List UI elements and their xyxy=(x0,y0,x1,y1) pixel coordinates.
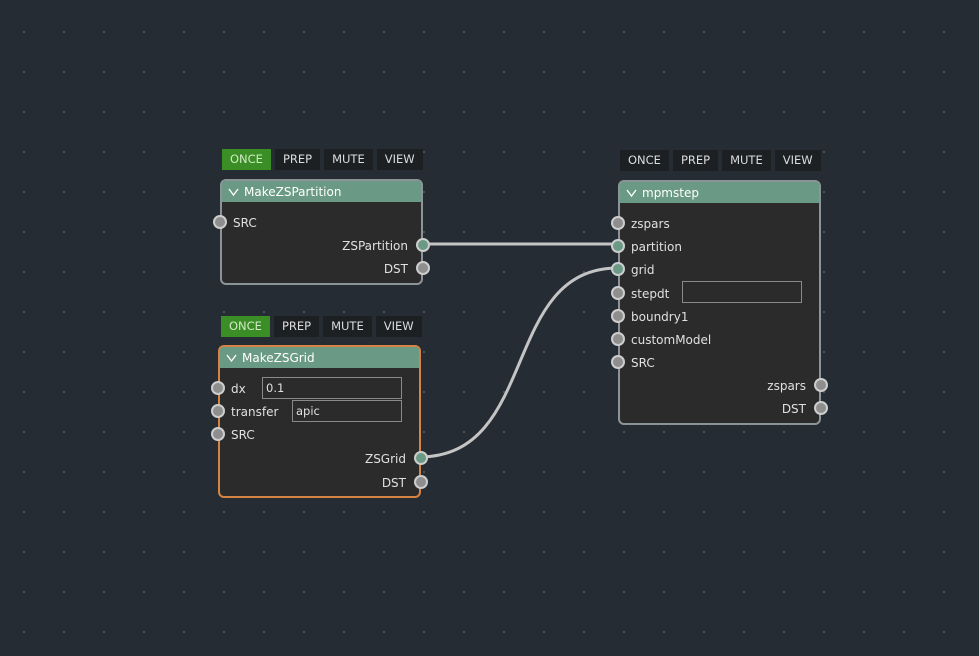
view-button[interactable]: VIEW xyxy=(376,149,423,170)
once-button[interactable]: ONCE xyxy=(221,316,270,337)
port-label-boundry1: boundry1 xyxy=(631,310,689,324)
input-port-grid[interactable] xyxy=(611,262,625,276)
stepdt-input[interactable] xyxy=(682,281,802,303)
port-label-zsgrid: ZSGrid xyxy=(364,452,406,466)
once-button[interactable]: ONCE xyxy=(620,150,669,171)
output-port-dst[interactable] xyxy=(416,261,430,275)
prep-button[interactable]: PREP xyxy=(273,316,320,337)
input-port-src[interactable] xyxy=(611,355,625,369)
view-button[interactable]: VIEW xyxy=(375,316,422,337)
input-port-src[interactable] xyxy=(213,215,227,229)
node-make-zs-grid[interactable]: MakeZSGrid dx transfer SRC ZSGrid DST xyxy=(211,345,428,498)
port-label-custom-model: customModel xyxy=(631,333,712,347)
make-zs-grid-toolbar: ONCE PREP MUTE VIEW xyxy=(221,316,422,337)
input-port-custom-model[interactable] xyxy=(611,332,625,346)
port-label-dst: DST xyxy=(381,476,406,490)
once-button[interactable]: ONCE xyxy=(222,149,271,170)
wire-zsgrid-to-grid[interactable] xyxy=(418,266,619,459)
node-title: mpmstep xyxy=(642,185,699,200)
node-title: MakeZSPartition xyxy=(244,184,342,199)
port-label-dst: DST xyxy=(781,402,806,416)
transfer-input[interactable] xyxy=(292,400,402,422)
input-port-zspars[interactable] xyxy=(611,216,625,230)
port-label-stepdt: stepdt xyxy=(631,287,670,301)
mpmstep-toolbar: ONCE PREP MUTE VIEW xyxy=(620,150,821,171)
input-port-dx[interactable] xyxy=(211,381,225,395)
prep-button[interactable]: PREP xyxy=(274,149,321,170)
mute-button[interactable]: MUTE xyxy=(323,316,372,337)
prep-button[interactable]: PREP xyxy=(672,150,719,171)
node-header[interactable]: MakeZSGrid xyxy=(220,347,419,368)
node-mpmstep[interactable]: mpmstep zspars partition grid stepdt bou… xyxy=(611,180,828,425)
output-port-zspartition[interactable] xyxy=(416,238,430,252)
port-label-src: SRC xyxy=(233,216,257,230)
chevron-down-icon[interactable] xyxy=(228,187,239,197)
port-label-dst: DST xyxy=(383,262,408,276)
chevron-down-icon[interactable] xyxy=(626,188,637,198)
port-label-partition: partition xyxy=(631,240,682,254)
mute-button[interactable]: MUTE xyxy=(722,150,771,171)
view-button[interactable]: VIEW xyxy=(774,150,821,171)
node-header[interactable]: MakeZSPartition xyxy=(222,181,421,202)
port-label-grid: grid xyxy=(631,263,655,277)
make-zs-partition-toolbar: ONCE PREP MUTE VIEW xyxy=(222,149,423,170)
input-port-src[interactable] xyxy=(211,427,225,441)
mute-button[interactable]: MUTE xyxy=(324,149,373,170)
port-label-zspars: zspars xyxy=(631,217,670,231)
port-label-zspars-out: zspars xyxy=(767,379,806,393)
input-port-boundry1[interactable] xyxy=(611,309,625,323)
node-header[interactable]: mpmstep xyxy=(620,182,819,203)
dx-input[interactable] xyxy=(262,377,402,399)
output-port-dst[interactable] xyxy=(414,475,428,489)
port-label-zspartition: ZSPartition xyxy=(342,239,408,253)
input-port-partition[interactable] xyxy=(611,239,625,253)
input-port-stepdt[interactable] xyxy=(611,286,625,300)
output-port-zspars[interactable] xyxy=(814,378,828,392)
output-port-dst[interactable] xyxy=(814,401,828,415)
node-make-zs-partition[interactable]: MakeZSPartition SRC ZSPartition DST xyxy=(213,179,430,285)
output-port-zsgrid[interactable] xyxy=(414,451,428,465)
port-label-src: SRC xyxy=(231,428,255,442)
port-label-transfer: transfer xyxy=(231,405,279,419)
input-port-transfer[interactable] xyxy=(211,404,225,418)
node-title: MakeZSGrid xyxy=(242,350,315,365)
chevron-down-icon[interactable] xyxy=(226,353,237,363)
port-label-dx: dx xyxy=(231,382,246,396)
port-label-src: SRC xyxy=(631,356,655,370)
